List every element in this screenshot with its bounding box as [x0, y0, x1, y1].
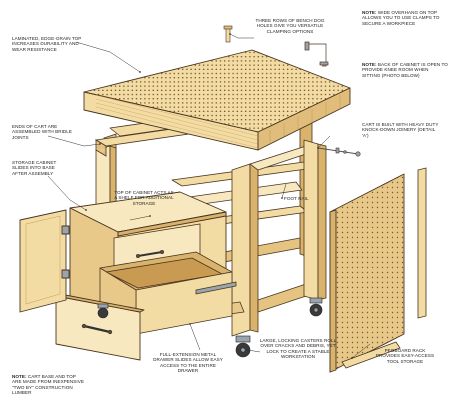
callout-base-note: Note: Cart base and top are made from in… — [12, 374, 84, 396]
note-label: Note: — [12, 374, 27, 379]
note-text: Back of cabinet is open to provide knee … — [362, 62, 448, 78]
caster-icon — [97, 297, 323, 358]
hinge-icon — [61, 225, 70, 279]
clamp-icon — [304, 41, 329, 67]
pegboard-cleats — [341, 167, 427, 369]
drawer-pull-icon — [81, 323, 113, 335]
drawer-pull-icon — [135, 249, 164, 258]
note-text: Cart base and top are made from inexpens… — [12, 374, 84, 396]
callout-bridle-joints: Ends of cart are assembled with bridle j… — [12, 124, 73, 140]
callout-foot-rail: Foot rail — [284, 196, 309, 201]
bench-dog-icon — [223, 25, 233, 43]
note-label: Note: — [362, 10, 377, 15]
workbench-top — [83, 49, 351, 151]
note-label: Note: — [362, 62, 377, 67]
callout-pegboard-rack: Pegboard rack provides easy-access tool … — [375, 348, 435, 364]
callout-storage-cabinet: Storage cabinet slides into base after a… — [12, 160, 57, 176]
callout-dog-holes: Three rows of bench dog holes give you v… — [255, 18, 325, 34]
callout-drawer-slides: Full-extension metal drawer slides allow… — [153, 352, 223, 374]
callout-laminated-top: Laminated, edge-grain top increases dura… — [12, 36, 82, 52]
bolt-icon — [317, 147, 361, 157]
drawer-front — [55, 293, 145, 361]
callout-back-note: Note: Back of cabinet is open to provide… — [362, 62, 448, 78]
callout-overhang-note: Note: Wide overhang on top allows you to… — [362, 10, 448, 26]
callout-locking-casters: Large, locking casters roll over cracks … — [259, 338, 337, 360]
pegboard-rack — [329, 173, 405, 373]
cabinet-door — [19, 209, 70, 313]
callout-cabinet-shelf: Top of cabinet acts as a shelf for addit… — [114, 190, 174, 206]
note-text: Wide overhang on top allows you to use c… — [362, 10, 440, 26]
leader-lines — [47, 33, 371, 359]
callout-knockdown-joinery: Cart is built with heavy duty knock-down… — [362, 122, 439, 138]
